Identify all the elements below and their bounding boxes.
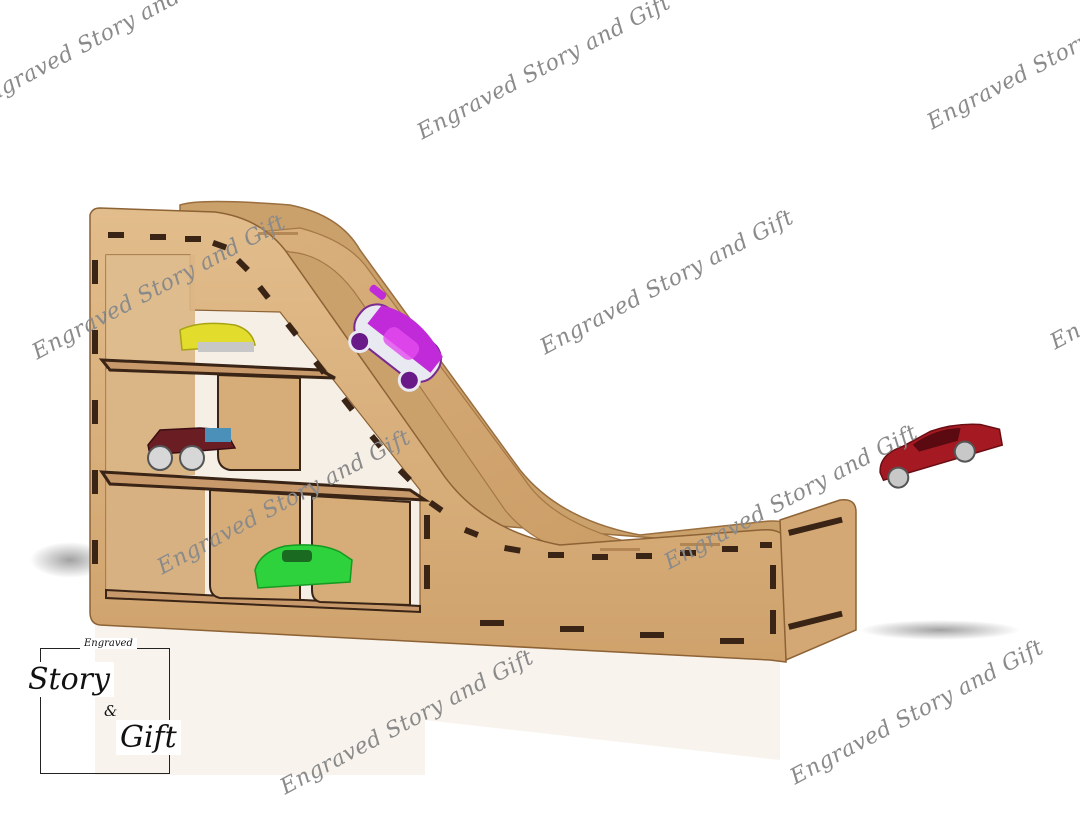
shelf-middle (99, 470, 431, 502)
logo-bottom-word: Gift (116, 720, 181, 755)
car-shadow (860, 620, 1020, 640)
brand-logo: Engraved Story & Gift (24, 638, 181, 778)
maroon-toy-truck (147, 427, 237, 471)
purple-toy-car (348, 284, 443, 392)
ramp-end-block (779, 499, 857, 662)
green-toy-car (254, 544, 353, 589)
logo-ampersand: & (104, 702, 118, 720)
logo-top-word: Engraved (80, 638, 137, 649)
ramp-edge-dashes (92, 232, 776, 644)
ramp-center-line (258, 232, 720, 551)
garage-back-panel (106, 480, 205, 595)
end-block-slot (788, 516, 843, 536)
yellow-toy-car (179, 322, 256, 352)
garage-back-panel (106, 255, 195, 365)
shelf-upper (98, 358, 336, 380)
end-block-slot (788, 610, 843, 630)
logo-main-word: Story (24, 662, 114, 697)
red-toy-car (879, 423, 1004, 489)
